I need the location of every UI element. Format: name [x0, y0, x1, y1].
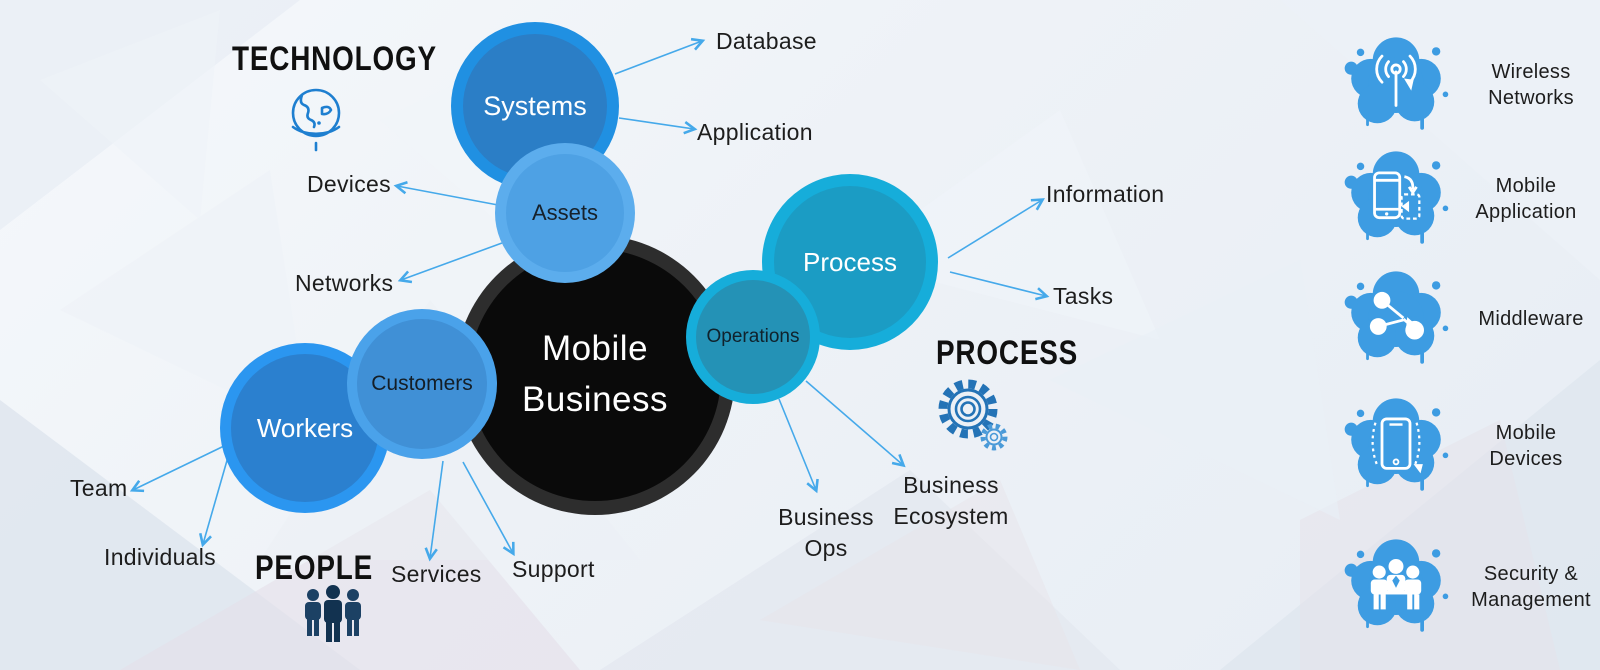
satellite-label-support: Support — [512, 556, 595, 582]
satellite-label-business-ecosystem: Business Ecosystem — [893, 472, 1009, 529]
mobile-devices-icon — [1340, 387, 1452, 505]
bubble-assets: Assets — [495, 143, 635, 283]
middleware-icon — [1340, 260, 1452, 378]
mobile-application-icon — [1340, 140, 1452, 258]
globe-icon — [291, 88, 341, 152]
bubble-operations: Operations — [686, 270, 820, 404]
wireless-networks-icon — [1340, 26, 1452, 144]
bubble-assets-label: Assets — [531, 200, 599, 225]
satellite-label-tasks: Tasks — [1053, 283, 1114, 309]
legend-item-security-management: Security & Management — [1340, 528, 1600, 646]
bubble-process-label: Process — [803, 246, 897, 277]
bubble-operations-label: Operations — [706, 326, 800, 347]
legend-label-wireless-networks: Wireless Networks — [1488, 61, 1574, 109]
legend-label-middleware: Middleware — [1478, 308, 1584, 330]
bubble-mobile-business: Mobile Business — [455, 235, 735, 515]
bubble-systems-label: Systems — [483, 90, 587, 121]
satellite-label-information: Information — [1046, 181, 1165, 207]
people-icon — [305, 585, 361, 642]
security-management-icon — [1340, 528, 1452, 646]
legend-item-mobile-devices: Mobile Devices — [1340, 387, 1574, 505]
process-header-text: PROCESS — [936, 334, 1079, 372]
gears-icon — [938, 379, 1008, 451]
satellite-label-services: Services — [391, 561, 482, 587]
satellite-label-devices: Devices — [307, 171, 391, 197]
legend-item-mobile-application: Mobile Application — [1340, 140, 1586, 258]
bubble-workers-label: Workers — [256, 412, 354, 443]
legend-label-security-management: Security & Management — [1471, 563, 1591, 611]
technology-header-text: TECHNOLOGY — [232, 40, 437, 78]
legend-label-mobile-devices: Mobile Devices — [1489, 422, 1563, 470]
legend-item-middleware: Middleware — [1340, 260, 1600, 378]
bubble-mobile-business-label: Mobile Business — [521, 329, 669, 419]
satellite-label-business-ops: Business Ops — [778, 504, 874, 561]
bubble-customers: Customers — [347, 309, 497, 459]
satellite-label-individuals: Individuals — [104, 544, 216, 570]
satellite-label-networks: Networks — [295, 270, 394, 296]
satellite-label-team: Team — [70, 475, 128, 501]
section-header-people: PEOPLE — [255, 549, 399, 588]
legend-label-mobile-application: Mobile Application — [1475, 175, 1577, 223]
satellite-label-database: Database — [716, 28, 817, 54]
legend-item-wireless-networks: Wireless Networks — [1340, 26, 1600, 144]
satellite-label-application: Application — [697, 119, 813, 145]
section-header-technology: TECHNOLOGY — [232, 40, 482, 79]
bubble-customers-label: Customers — [371, 372, 473, 395]
people-header-text: PEOPLE — [255, 549, 374, 587]
section-header-process: PROCESS — [936, 334, 1109, 373]
